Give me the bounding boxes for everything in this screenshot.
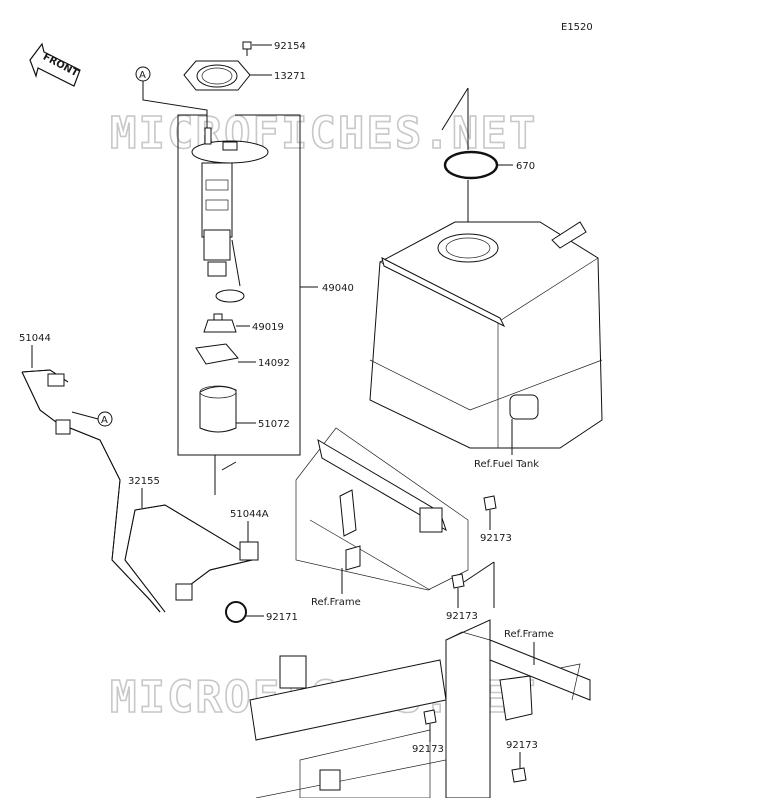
front-arrow-icon: FRONT (29, 42, 81, 87)
svg-text:92171: 92171 (266, 612, 298, 623)
frame-upper: Ref.Frame 92173 (295, 427, 512, 608)
svg-text:51072: 51072 (258, 419, 290, 430)
svg-text:92154: 92154 (274, 41, 306, 52)
diagram-code: E1520 (561, 22, 593, 33)
callout-a-hose: A (101, 415, 108, 426)
svg-text:49019: 49019 (252, 322, 284, 333)
svg-text:92173: 92173 (480, 533, 512, 544)
svg-text:14092: 14092 (258, 358, 290, 369)
clamp-92171: 92171 (225, 601, 298, 623)
hose-51044: 51044 A (19, 333, 161, 613)
plate-13271: 13271 (183, 60, 306, 91)
svg-text:92173: 92173 (412, 744, 444, 755)
svg-text:Ref.Frame: Ref.Frame (504, 629, 554, 640)
filter-49019: 49019 (203, 313, 284, 333)
svg-text:51044A: 51044A (230, 509, 269, 520)
svg-text:A: A (139, 70, 146, 81)
svg-text:92173: 92173 (506, 740, 538, 751)
svg-text:49040: 49040 (322, 283, 354, 294)
frame-lower: 92173 Ref.Frame 92173 92173 (249, 561, 591, 798)
svg-text:Ref.Frame: Ref.Frame (311, 597, 361, 608)
fuel-tank: Ref.Fuel Tank (369, 221, 603, 470)
pump-bracket (177, 114, 318, 495)
svg-text:32155: 32155 (128, 476, 160, 487)
svg-text:13271: 13271 (274, 71, 306, 82)
clip-14092: 14092 (195, 343, 290, 369)
svg-text:92173: 92173 (446, 611, 478, 622)
hose-32155: 32155 (124, 476, 241, 613)
fuel-pump-49040: 49040 (191, 127, 354, 303)
watermark-top: MICROFICHES.NET (110, 108, 537, 159)
hose-51044a: 51044A (175, 509, 269, 601)
callout-a-top: A (135, 66, 208, 130)
svg-text:51044: 51044 (19, 333, 51, 344)
svg-text:Ref.Fuel Tank: Ref.Fuel Tank (474, 459, 539, 470)
svg-text:670: 670 (516, 161, 535, 172)
screw-92154: 92154 (242, 41, 306, 56)
sleeve-51072: 51072 (199, 385, 290, 433)
